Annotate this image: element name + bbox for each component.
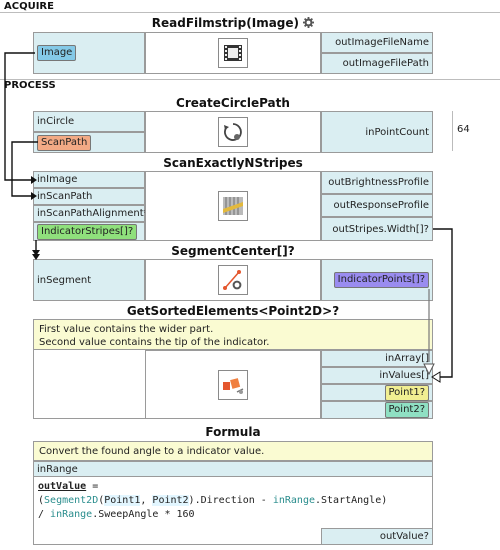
scan-stripes-icon xyxy=(218,191,248,221)
code-in-range-2: inRange xyxy=(50,509,93,520)
section-acquire-divider xyxy=(0,12,500,13)
arrow-in-image xyxy=(31,176,37,184)
sort-elements-icon xyxy=(218,369,248,400)
scan-path-output-port[interactable]: ScanPath xyxy=(33,132,145,153)
read-filmstrip-icon-cell xyxy=(145,32,321,74)
arrow-in-values xyxy=(431,371,441,383)
code-direction: ).Direction - xyxy=(188,495,273,506)
code-slash: / xyxy=(38,509,51,520)
scan-exactly-icon-cell xyxy=(145,171,321,241)
filmstrip-icon xyxy=(218,38,248,68)
get-sorted-note-line-1: First value contains the wider part. xyxy=(39,324,214,335)
point2-tag[interactable]: Point2? xyxy=(384,402,429,418)
code-sweep: .SweepAngle * 160 xyxy=(92,509,195,520)
create-circle-path-icon-cell xyxy=(145,111,321,153)
point-count-bracket xyxy=(452,111,453,151)
section-process-divider xyxy=(0,79,500,80)
indicator-points-tag[interactable]: IndicatorPoints[]? xyxy=(333,272,429,288)
arrow-in-segment-2 xyxy=(32,254,40,260)
code-start-angle: .StartAngle) xyxy=(315,495,388,506)
arrow-in-segment-1 xyxy=(32,250,40,256)
formula-comment: Convert the found angle to a indicator v… xyxy=(33,441,433,461)
connection-width-to-in-values[interactable] xyxy=(433,228,453,378)
point2-output-port[interactable]: Point2? xyxy=(321,401,433,419)
out-brightness-profile-port[interactable]: outBrightnessProfile xyxy=(321,171,433,194)
segment-center-title[interactable]: SegmentCenter[]? xyxy=(171,244,295,258)
create-circle-path-title[interactable]: CreateCirclePath xyxy=(176,96,290,110)
out-response-profile-port[interactable]: outResponseProfile xyxy=(321,194,433,217)
point-count-value[interactable]: 64 xyxy=(457,124,470,135)
get-sorted-title[interactable]: GetSortedElements<Point2D>? xyxy=(126,304,340,318)
in-segment-port[interactable]: inSegment xyxy=(33,259,145,301)
formula-title[interactable]: Formula xyxy=(205,425,261,439)
in-point-count-port[interactable]: inPointCount xyxy=(321,111,433,153)
formula-code[interactable]: outValue =(Segment2D(Point1, Point2).Dir… xyxy=(38,480,387,522)
gear-icon[interactable] xyxy=(303,17,315,31)
point1-tag[interactable]: Point1? xyxy=(384,384,429,401)
out-value-port[interactable]: outValue? xyxy=(321,528,433,545)
read-filmstrip-input-port[interactable]: Image xyxy=(33,32,145,74)
out-image-file-path-port[interactable]: outImageFilePath xyxy=(321,53,433,74)
in-values-port[interactable]: inValues[] xyxy=(321,367,433,384)
get-sorted-note-line-2: Second value contains the tip of the ind… xyxy=(39,337,270,348)
in-scan-path-alignment-port[interactable]: inScanPathAlignment* xyxy=(33,205,149,222)
circle-path-icon xyxy=(218,117,248,147)
segment-center-icon xyxy=(218,265,248,295)
segment-center-icon-cell xyxy=(145,259,321,301)
code-point1: Point1 xyxy=(104,495,141,506)
arrow-in-scan-path xyxy=(31,192,37,200)
image-tag[interactable]: Image xyxy=(37,45,77,61)
out-stripes-width-port[interactable]: outStripes.Width[]? xyxy=(321,217,433,241)
in-array-port[interactable]: inArray[] xyxy=(321,350,433,367)
out-image-file-name-port[interactable]: outImageFileName xyxy=(321,32,433,53)
connection-scan-path-to-in-scan-path[interactable] xyxy=(11,141,38,197)
connection-image-to-in-image[interactable] xyxy=(4,52,35,181)
code-comma: , xyxy=(140,495,153,506)
section-process-label: PROCESS xyxy=(4,80,56,91)
code-in-range-1: inRange xyxy=(272,495,315,506)
indicator-stripes-tag[interactable]: IndicatorStripes[]? xyxy=(37,223,138,240)
indicator-stripes-output-port[interactable]: IndicatorStripes[]? xyxy=(33,222,145,241)
arrow-in-array xyxy=(423,363,435,376)
code-point2: Point2 xyxy=(152,495,189,506)
indicator-points-output-port[interactable]: IndicatorPoints[]? xyxy=(321,259,433,301)
scan-exactly-title[interactable]: ScanExactlyNStripes xyxy=(163,156,303,170)
in-circle-port[interactable]: inCircle xyxy=(33,111,145,132)
get-sorted-comment: First value contains the wider part. Sec… xyxy=(33,319,433,350)
code-eq: = xyxy=(86,481,99,492)
code-open: ( xyxy=(38,495,45,506)
code-out-value: outValue xyxy=(38,481,87,492)
section-acquire-label: ACQUIRE xyxy=(4,1,54,12)
read-filmstrip-title[interactable]: ReadFilmstrip(Image) xyxy=(33,16,433,31)
code-p-open: ( xyxy=(98,495,105,506)
point1-output-port[interactable]: Point1? xyxy=(321,384,433,401)
code-segment2d: Segment2D xyxy=(44,495,99,506)
get-sorted-icon-cell xyxy=(145,350,321,419)
in-range-port[interactable]: inRange xyxy=(33,461,433,477)
